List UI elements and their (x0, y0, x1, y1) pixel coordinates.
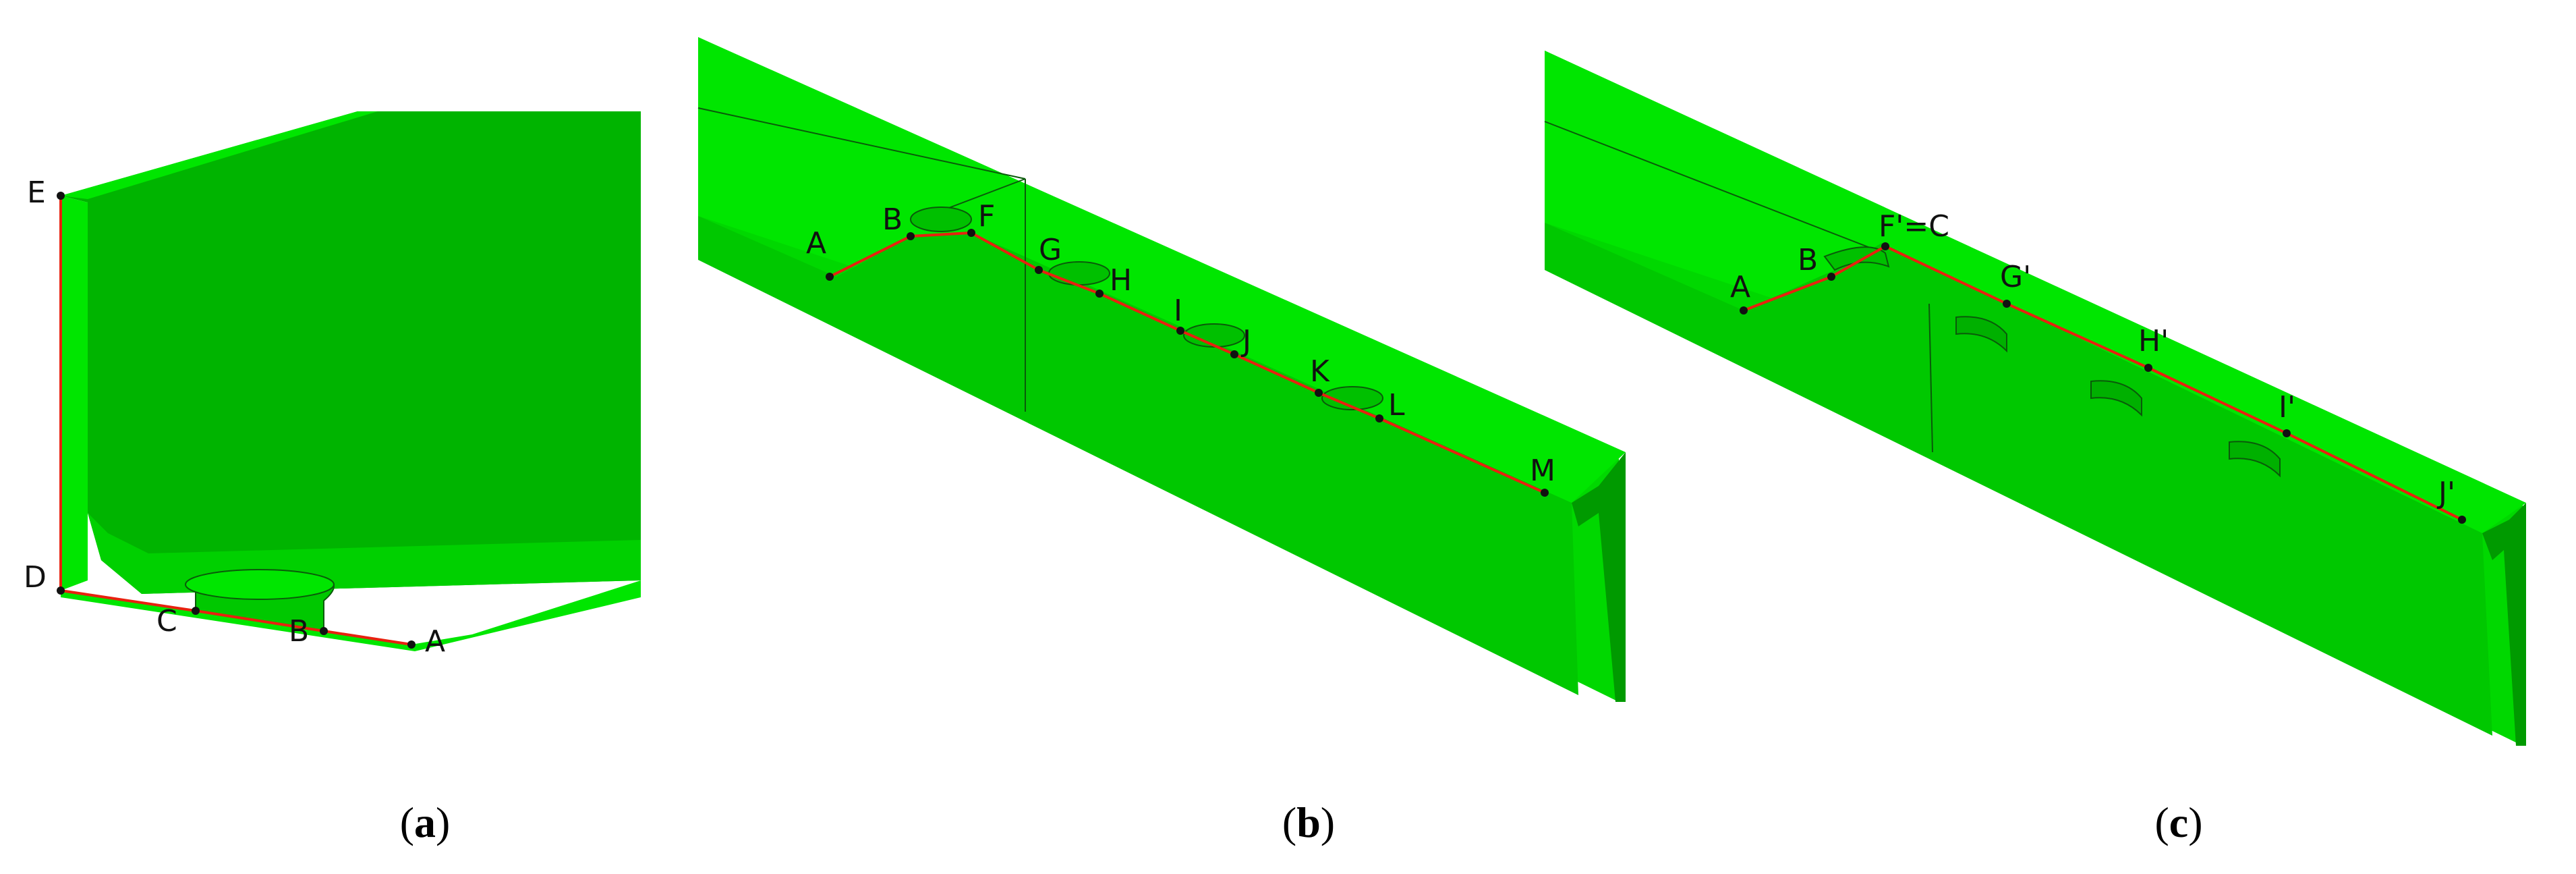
panel-c-notch-4 (2229, 441, 2281, 478)
panel-b-point-I (1176, 327, 1184, 335)
panel-a-bottom-flange (61, 580, 641, 651)
panel-b-path-line (829, 231, 1545, 494)
panel-b-points (826, 229, 1549, 497)
panel-b-hole-1 (910, 207, 972, 232)
panel-a-top-edge (61, 111, 378, 199)
panel-c-point-B (1827, 273, 1835, 281)
panel-b: A B F G H I J K L M (b) (697, 37, 1626, 846)
panel-a-hole-rim (185, 569, 335, 600)
panel-a-point-C (192, 607, 200, 615)
panel-b-point-A (826, 273, 834, 281)
panel-c-label-G: G' (2000, 260, 2031, 294)
panel-b-point-H (1095, 290, 1104, 298)
panel-b-end-section (1572, 452, 1626, 702)
panel-c-inner-line-1 (1544, 121, 1876, 250)
panel-c-point-G (2003, 300, 2011, 308)
panel-a: E D C B A (a) (24, 111, 641, 846)
panel-c-top-surface (1545, 51, 2526, 533)
panel-c-label-A: A (1730, 270, 1750, 304)
panel-b-label-L: L (1388, 388, 1405, 422)
panel-c-point-A (1740, 306, 1748, 315)
panel-b-point-B (907, 232, 915, 240)
panel-a-left-edge (61, 196, 88, 591)
panel-c-end-section (2482, 503, 2526, 746)
panel-c-label-H: H' (2138, 324, 2169, 358)
panel-a-label-A: A (425, 624, 445, 659)
panel-c-caption: (c) (2154, 798, 2202, 846)
panel-b-label-K: K (1310, 354, 1330, 389)
panel-b-label-B: B (882, 202, 903, 237)
panel-c-point-I (2283, 429, 2291, 437)
panel-a-point-B (320, 627, 328, 635)
panel-c-points (1740, 242, 2466, 524)
panel-c-point-J (2458, 516, 2466, 524)
panel-c-notch-2 (1955, 316, 2007, 353)
panel-a-label-E: E (27, 175, 46, 210)
panel-b-hole-4 (1321, 386, 1383, 410)
panel-a-vertical-flange (61, 111, 641, 594)
panel-b-label-F: F (978, 199, 995, 234)
panel-b-inner-line-1 (697, 107, 1026, 180)
panel-a-point-D (57, 586, 65, 595)
panel-b-label-G: G (1039, 233, 1062, 267)
panel-a-caption: (a) (400, 798, 451, 846)
panel-b-label-H: H (1110, 263, 1132, 298)
panel-c-side-face (1545, 223, 2492, 736)
panel-a-label-C: C (156, 604, 177, 638)
panel-c-point-H (2144, 364, 2152, 372)
panel-a-point-A (407, 640, 416, 649)
panel-b-point-F (967, 229, 975, 237)
panel-b-label-J: J (1240, 324, 1251, 358)
panel-b-point-J (1230, 350, 1238, 358)
panel-c-label-B: B (1798, 243, 1818, 277)
panel-b-side-face (698, 216, 1578, 695)
panel-b-point-K (1315, 389, 1323, 397)
panel-a-point-E (57, 192, 65, 200)
panel-c-label-F-C: F'=C (1879, 209, 1949, 244)
panel-a-label-D: D (24, 560, 47, 595)
panel-c: A B F'=C G' H' I' J' (c) (1544, 51, 2526, 846)
panel-b-label-I: I (1174, 294, 1182, 328)
panel-c-notch-3 (2090, 380, 2142, 417)
panel-b-label-A: A (806, 226, 826, 261)
panel-c-inner-line-2 (1928, 303, 1933, 453)
panel-b-point-G (1035, 266, 1043, 274)
panel-c-point-F-C (1881, 242, 1889, 250)
panel-a-label-B: B (289, 614, 309, 649)
panel-b-point-L (1375, 414, 1383, 422)
panel-b-caption: (b) (1282, 798, 1335, 846)
panel-b-top-surface (698, 37, 1626, 503)
panel-c-label-J: J' (2436, 476, 2455, 510)
panel-c-label-I: I' (2279, 390, 2295, 425)
panel-b-label-M: M (1530, 454, 1555, 488)
panel-b-point-M (1541, 489, 1549, 497)
